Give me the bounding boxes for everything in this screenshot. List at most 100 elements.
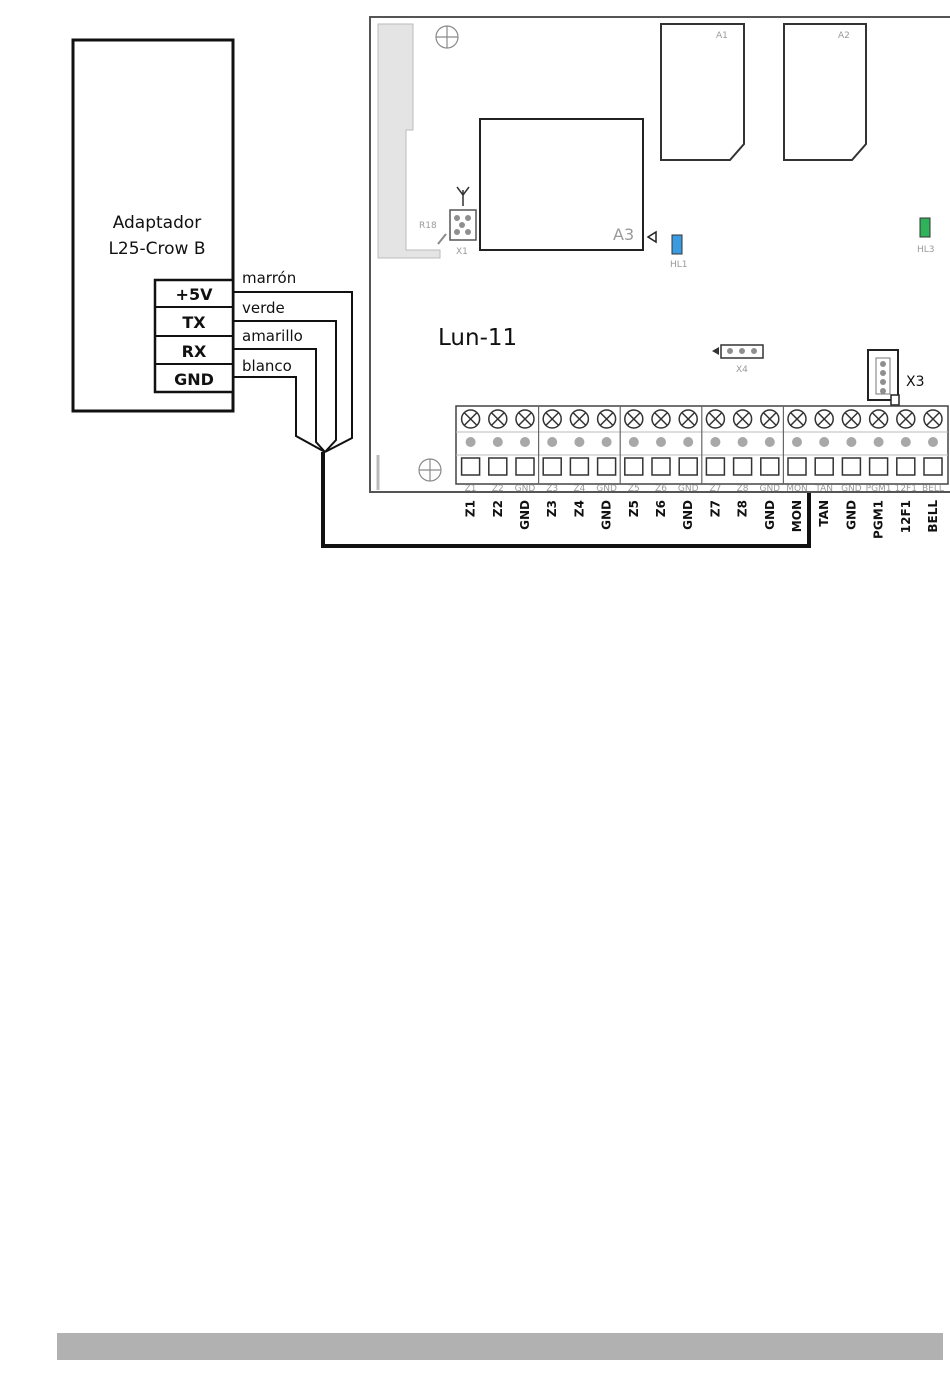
module-a3-label: A3 [613,225,634,244]
terminal-silkscreen-label: Z2 [492,484,504,494]
module-a2 [784,24,866,160]
terminal-label: GND [600,500,614,530]
led-hl3 [920,218,930,237]
terminal-silkscreen-label: PGM1 [866,484,892,494]
terminal-opening [652,458,670,475]
terminal-label: Z5 [627,500,641,517]
adapter-block: Adaptador L25-Crow B +5V TX RX GND [73,40,233,411]
wire-blanco [233,377,325,452]
terminal-label: MON [790,500,804,532]
terminal-opening [462,458,480,475]
wire-label-blanco: blanco [242,357,292,375]
terminal-opening [788,458,806,475]
adapter-pin-rx: RX [182,342,207,361]
adapter-pin-5v: +5V [176,285,214,304]
module-a2-label: A2 [838,31,850,41]
terminal-label: Z8 [736,500,750,517]
terminal-contact [874,437,884,447]
terminal-opening [815,458,833,475]
terminal-silkscreen-label: Z8 [737,484,749,494]
terminal-label: Z4 [572,500,586,517]
terminal-contact [683,437,693,447]
terminal-contact [574,437,584,447]
terminal-opening [897,458,915,475]
x4-label: X4 [736,365,748,375]
terminal-contact [493,437,503,447]
terminal-silkscreen-label: TAN [814,484,833,494]
adapter-title-line1: Adaptador [113,213,202,233]
wire-label-amarillo: amarillo [242,327,303,345]
terminal-opening [679,458,697,475]
terminal-silkscreen-label: Z1 [465,484,477,494]
led-hl1 [672,235,682,254]
board-name: Lun-11 [438,325,517,351]
terminal-contact [901,437,911,447]
terminal-silkscreen-label: Z7 [709,484,721,494]
board: A1 A2 A3 R18 X1 HL1 HL3 X4 [370,17,950,539]
terminal-silkscreen-label: 12F1 [895,484,917,494]
module-a1-label: A1 [716,31,728,41]
terminal-silkscreen-label: GND [759,484,780,494]
terminal-contact [846,437,856,447]
terminal-opening [516,458,534,475]
wire-label-marron: marrón [242,269,296,287]
terminal-silkscreen-label: MON [786,484,808,494]
terminal-contact [928,437,938,447]
terminal-contact [629,437,639,447]
terminal-opening [706,458,724,475]
terminal-silkscreen-label: Z4 [573,484,585,494]
adapter-pin-gnd: GND [174,370,214,389]
terminal-contact [792,437,802,447]
terminal-label: Z2 [491,500,505,517]
terminal-silkscreen-label: Z6 [655,484,667,494]
terminal-opening [625,458,643,475]
terminal-contact [520,437,530,447]
terminal-contact [602,437,612,447]
x3-label: X3 [906,374,925,390]
terminal-contact [466,437,476,447]
terminal-label: TAN [817,500,831,527]
adapter-pin-tx: TX [182,313,206,332]
terminal-opening [734,458,752,475]
terminal-label: Z3 [545,500,559,517]
hl3-label: HL3 [917,245,935,255]
wiring-diagram: Adaptador L25-Crow B +5V TX RX GND marró… [0,0,950,560]
terminal-label: GND [518,500,532,530]
terminal-label: Z1 [464,500,478,517]
terminal-label: PGM1 [872,500,886,539]
terminal-opening [924,458,942,475]
terminal-silkscreen-label: GND [515,484,536,494]
terminal-label: GND [763,500,777,530]
terminal-label: BELL [926,500,940,533]
terminal-opening [761,458,779,475]
x1-label: X1 [456,247,468,257]
terminal-opening [489,458,507,475]
terminal-silkscreen-label: GND [678,484,699,494]
terminal-block: Z1Z1Z2Z2GNDGNDZ3Z3Z4Z4GNDGNDZ5Z5Z6Z6GNDG… [456,406,948,539]
terminal-silkscreen-label: Z3 [546,484,558,494]
terminal-label: GND [681,500,695,530]
terminal-opening [870,458,888,475]
terminal-contact [819,437,829,447]
terminal-silkscreen-label: GND [841,484,862,494]
terminal-contact [710,437,720,447]
terminal-label: Z7 [708,500,722,517]
terminal-contact [738,437,748,447]
terminal-silkscreen-label: Z5 [628,484,640,494]
terminal-contact [656,437,666,447]
mounting-hole-icon [436,26,458,48]
r18-label: R18 [419,221,437,231]
mounting-hole-icon [419,459,441,481]
terminal-opening [570,458,588,475]
terminal-silkscreen-label: GND [596,484,617,494]
module-a1 [661,24,744,160]
wire-label-verde: verde [242,299,285,317]
adapter-title-line2: L25-Crow B [108,239,205,259]
terminal-silkscreen-label: BELL [922,484,944,494]
terminal-label: 12F1 [899,500,913,533]
adapter-pin-table: +5V TX RX GND [155,280,233,392]
hl1-label: HL1 [670,260,688,270]
terminal-opening [598,458,616,475]
terminal-label: Z6 [654,500,668,517]
terminal-contact [765,437,775,447]
